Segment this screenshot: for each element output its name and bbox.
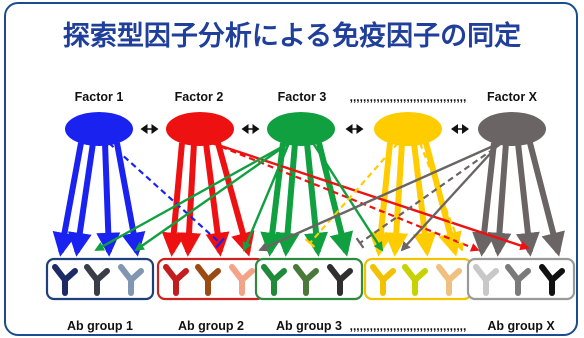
factor4-to-group4-arrow	[411, 142, 437, 257]
factor3-to-group1-cross-arrow	[94, 141, 290, 252]
antibody-icon	[539, 264, 565, 296]
factor-correlation-arrows	[140, 124, 469, 134]
group-label-1: Ab group 1	[67, 319, 133, 333]
antibody-icon	[84, 264, 110, 296]
factor4-to-group4-arrow	[384, 142, 409, 257]
factor1-to-group3-cross-arrow	[108, 142, 221, 244]
antibody-icon	[327, 264, 353, 296]
factor5-to-group5-arrow	[487, 142, 512, 257]
factor1-to-group1-arrow	[114, 142, 146, 257]
factor-node-3	[267, 112, 335, 146]
antibody-icon	[52, 264, 78, 296]
factor2-to-group2-arrow	[215, 142, 255, 257]
antibody-icon	[118, 264, 144, 296]
group-ellipsis: ,,,,,,,,,,,,,,,,,,,,,,,,,,,,,,,,,,,	[350, 319, 467, 333]
factor3-to-group4-cross-arrow	[311, 142, 384, 252]
factor-label-2: Factor 2	[175, 90, 224, 104]
factor5-to-group5-arrow	[527, 142, 565, 257]
antibody-icon	[195, 264, 221, 296]
factor-ellipsis: ,,,,,,,,,,,,,,,,,,,,,,,,,,,,,,,,,,,	[350, 90, 467, 104]
factor3-to-group3-arrow	[275, 142, 300, 257]
factor1-to-group3-cross-arrow-end	[215, 237, 225, 249]
factor-label-5: Factor X	[487, 90, 538, 104]
factor1-to-group1-arrow	[67, 142, 96, 257]
factor4-correlation-arrow-left	[451, 124, 458, 134]
factor4-to-group4-arrow	[368, 142, 393, 257]
factor-node-1	[65, 112, 133, 146]
factor2-to-group2-arrow	[161, 142, 186, 257]
antibody-icon	[473, 264, 499, 296]
factor2-correlation-arrow-right	[252, 124, 260, 134]
factor5-to-group5-arrow	[515, 142, 540, 257]
antibody-groups	[45, 257, 576, 301]
factor2-to-group4-cross-arrow	[211, 141, 480, 252]
factor5-to-group2-cross-arrow	[258, 141, 501, 252]
factor-label-3: Factor 3	[278, 90, 327, 104]
factor4-to-group4-arrow	[423, 142, 462, 257]
factor-label-1: Factor 1	[75, 90, 124, 104]
factor1-correlation-arrow-left	[140, 124, 148, 134]
factor5-to-group4-cross-arrow	[400, 142, 501, 252]
factor1-to-group1-arrow	[52, 142, 84, 257]
factor4-to-group3-cross-arrow-end	[304, 238, 316, 248]
antibody-icon	[505, 264, 531, 296]
factor3-correlation-arrow-right	[356, 124, 364, 134]
antibody-icon	[163, 264, 189, 296]
factor4-to-group3-cross-arrow	[309, 142, 399, 244]
antibody-icon	[436, 264, 462, 296]
factor3-to-group3-arrow	[304, 142, 329, 257]
antibody-icon	[261, 264, 287, 296]
antibody-icon	[229, 264, 255, 296]
factor4-to-group5-cross-arrow	[418, 142, 464, 252]
factor5-to-group3-cross-arrow	[359, 142, 503, 244]
diagram-labels: Factor 1 Factor 2 Factor 3 Factor X,,,,,,,,…	[67, 90, 555, 333]
factor3-to-group2-cross-arrow	[242, 142, 291, 252]
factor3-to-group1-cross-arrow	[134, 142, 290, 252]
factor-node-2	[166, 112, 234, 146]
antibody-icon	[402, 264, 428, 296]
group-label-3: Ab group 3	[276, 319, 342, 333]
slide-title: 探索型因子分析による免疫因子の同定	[62, 21, 522, 52]
factor-node-4	[374, 112, 442, 146]
slide-frame	[4, 2, 578, 336]
factor5-to-group3-cross-arrow-end	[355, 237, 365, 249]
factor1-to-group1-arrow	[96, 142, 121, 257]
loading-arrows	[52, 141, 565, 257]
factor2-correlation-arrow-left	[241, 124, 249, 134]
antibody-icon	[293, 264, 319, 296]
factor-node-5	[478, 112, 546, 146]
factor4-correlation-arrow-right	[462, 124, 469, 134]
antibody-icon	[370, 264, 396, 296]
factor3-correlation-arrow-left	[345, 124, 353, 134]
group-label-5: Ab group X	[487, 319, 555, 333]
group-label-2: Ab group 2	[178, 319, 244, 333]
factor-nodes	[65, 112, 546, 146]
factor1-correlation-arrow-right	[151, 124, 159, 134]
